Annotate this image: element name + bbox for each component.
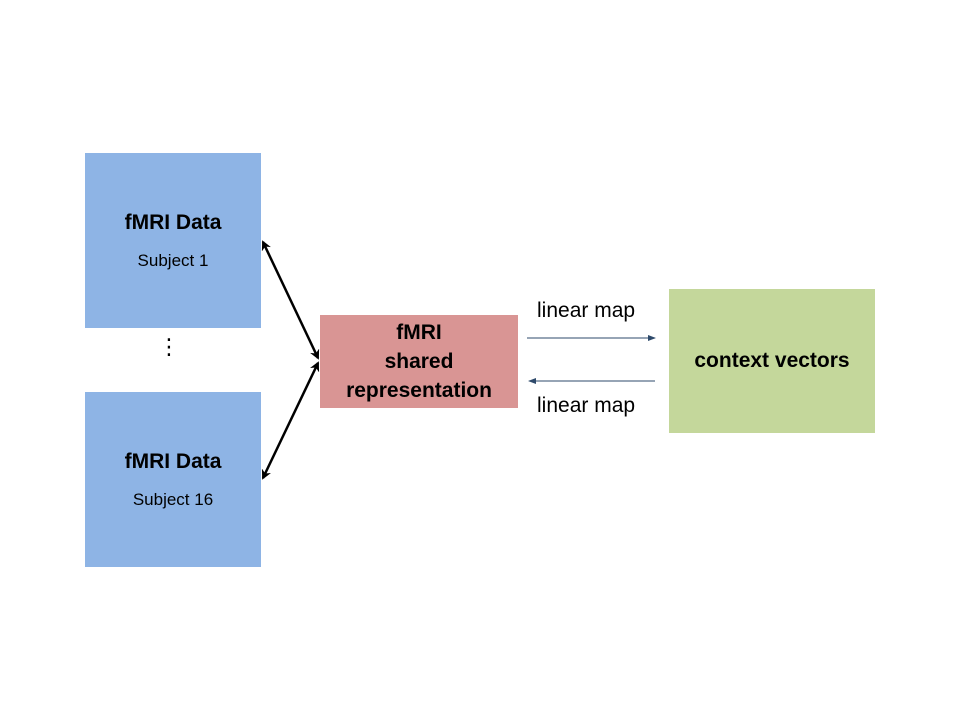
context-vectors-box: context vectors: [669, 289, 875, 433]
linear-map-label-top: linear map: [537, 299, 636, 322]
subject-16-box: fMRI Data Subject 16: [85, 392, 261, 567]
arrow-subject16-shared: [261, 361, 320, 480]
shared-representation-box: fMRI shared representation: [320, 315, 518, 408]
arrow-subject1-shared: [261, 240, 320, 360]
subject-1-subtitle: Subject 1: [137, 250, 209, 270]
shared-line-2: shared: [384, 350, 454, 373]
ellipsis-icon: ⋮: [158, 334, 180, 359]
linear-map-label-bottom: linear map: [537, 394, 636, 417]
subject-16-title: fMRI Data: [124, 449, 222, 473]
subject-16-subtitle: Subject 16: [132, 489, 214, 509]
shared-line-3: representation: [346, 379, 492, 402]
subject-1-title: fMRI Data: [124, 210, 222, 234]
shared-line-1: fMRI: [396, 321, 442, 344]
context-vectors-label: context vectors: [694, 349, 850, 372]
subject-1-box: fMRI Data Subject 1: [85, 153, 261, 328]
